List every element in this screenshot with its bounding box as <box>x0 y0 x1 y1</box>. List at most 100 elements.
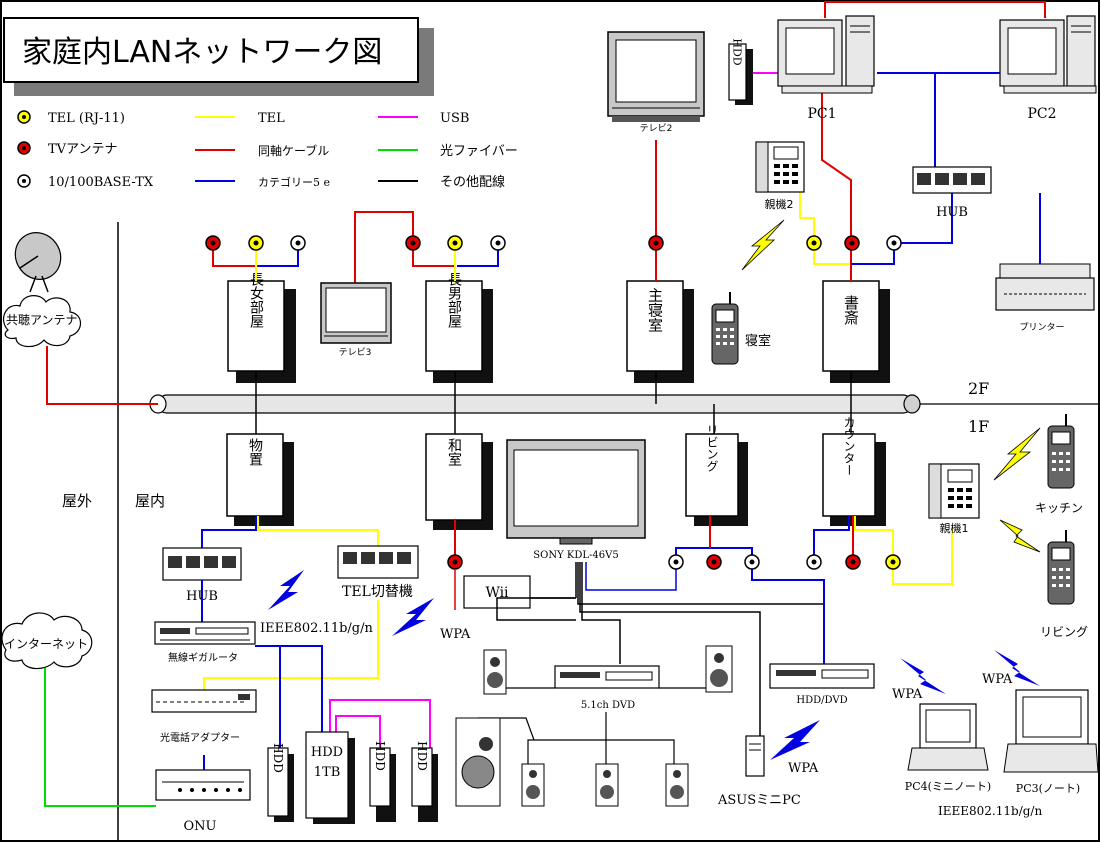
room-label: 和室 <box>446 438 462 466</box>
main-tv-icon <box>506 439 646 545</box>
tel-switch-icon <box>337 545 419 579</box>
tel-jack-icon <box>447 235 463 251</box>
room-2f-study: 書斎 <box>822 280 890 383</box>
floor-2f-label: 2F <box>968 379 989 398</box>
pc4-label: PC4(ミニノート) <box>905 780 991 793</box>
room-1f-storage: 物置 <box>226 433 294 526</box>
room-label: 物置 <box>247 438 263 466</box>
floor-conduit <box>149 394 921 414</box>
tel-jack-icon <box>885 554 901 570</box>
tv3-label: テレビ3 <box>339 347 372 358</box>
room-1f-living: リビング <box>685 424 748 526</box>
pc3-label: PC3(ノート) <box>1016 782 1080 795</box>
hdd-label: HDD <box>731 38 744 65</box>
legend-cat5-line: カテゴリー5 e <box>258 175 330 189</box>
wpa-label-asus: WPA <box>788 761 819 776</box>
jack-row-2f <box>205 235 902 251</box>
legend-coax-line: 同軸ケーブル <box>258 143 329 158</box>
room-label: カウンター <box>842 416 856 476</box>
room-1f-japanese: 和室 <box>425 433 493 530</box>
wireless-icon <box>741 219 785 271</box>
speaker-icon <box>705 645 733 693</box>
tv-jack-icon <box>845 554 861 570</box>
pc2-label: PC2 <box>1027 106 1056 122</box>
speaker-icon <box>595 763 619 807</box>
wireless-icon <box>392 598 434 636</box>
room-2f-eldest-son: 長男部屋 <box>425 272 493 383</box>
tv-jack-icon <box>648 235 664 251</box>
printer-label: プリンター <box>1019 322 1064 333</box>
phone-base-1-label: 親機1 <box>940 521 969 535</box>
lan-jack-icon <box>744 554 760 570</box>
speaker-icon <box>665 763 689 807</box>
tel-jack-icon <box>806 235 822 251</box>
lan-jack-icon <box>806 554 822 570</box>
onu-label: ONU <box>184 819 217 834</box>
handset-kitchen-icon <box>1047 414 1075 489</box>
router-label: 無線ギガルータ <box>168 651 238 664</box>
hdd-4: HDD <box>411 741 438 822</box>
hdd-dvd-recorder-icon <box>769 663 875 689</box>
lan-jack-icon <box>668 554 684 570</box>
satellite-dish-icon <box>14 232 62 293</box>
living-handset-label: リビング <box>1040 625 1088 639</box>
tv2-label: テレビ2 <box>640 123 673 134</box>
tv3-icon <box>320 282 392 344</box>
tel-jack-icon <box>248 235 264 251</box>
room-label: 主寝室 <box>646 288 664 333</box>
hdd-dvd-label: HDD/DVD <box>796 695 847 706</box>
room-1f-counter: カウンター <box>822 416 886 526</box>
tv-jack-icon <box>405 235 421 251</box>
wpa-label-pc3: WPA <box>982 672 1013 687</box>
hdd-1tb-label-b: 1TB <box>314 765 341 780</box>
wii-label: Wii <box>485 585 509 601</box>
phone-base-1-icon <box>928 463 980 519</box>
kitchen-label: キッチン <box>1035 501 1083 515</box>
zone-inside: 屋内 <box>135 492 165 510</box>
printer-icon <box>995 263 1095 311</box>
dvd-51-label: 5.1ch DVD <box>581 700 635 711</box>
speaker-icon <box>521 763 545 807</box>
tv-jack-icon <box>844 235 860 251</box>
lan-jack-icon <box>886 235 902 251</box>
router-icon <box>154 621 256 645</box>
ieee-label-1f: IEEE802.11b/g/n <box>260 621 373 636</box>
internet-cloud: インターネット <box>1 612 93 670</box>
hdd-1: HDD <box>267 743 294 822</box>
hdd-label: HDD <box>373 741 387 771</box>
lan-jack-icon <box>490 235 506 251</box>
hdd-label: HDD <box>415 741 429 771</box>
speaker-icon <box>483 649 507 695</box>
pc4-notebook-icon <box>907 703 989 771</box>
hdd-label: HDD <box>271 743 285 773</box>
wireless-icon <box>993 427 1041 481</box>
wireless-icon <box>268 570 304 610</box>
main-tv-label: SONY KDL-46V5 <box>533 550 618 561</box>
pc1-icon <box>777 15 875 94</box>
hdd-1tb-label-a: HDD <box>311 745 343 760</box>
handset-bedroom-icon <box>711 292 739 365</box>
asus-mini-pc-icon <box>745 735 765 777</box>
tv2-icon <box>607 31 705 122</box>
ieee-label-notebooks: IEEE802.11b/g/n <box>938 804 1042 818</box>
lan-jack-icon <box>290 235 306 251</box>
antenna-cloud-label: 共聴アンテナ <box>6 313 78 327</box>
legend-other-line: その他配線 <box>440 174 505 190</box>
wpa-label-pc4: WPA <box>892 687 923 702</box>
title-box: 家庭内LANネットワーク図 <box>3 17 434 96</box>
pc1-hdd: HDD <box>728 38 753 105</box>
room-2f-master-bedroom: 主寝室 <box>626 280 694 383</box>
legend: TEL (RJ-11) TVアンテナ 10/100BASE-TX TEL 同軸ケ… <box>17 110 518 190</box>
hub-2f-label: HUB <box>936 205 968 220</box>
onu-icon <box>155 769 251 801</box>
hub-1f-icon <box>162 547 242 581</box>
pc1-label: PC1 <box>807 106 836 122</box>
tel-switch-label: TEL切替機 <box>342 584 413 600</box>
phone-base-2-label: 親機2 <box>765 197 794 211</box>
room-label: リビング <box>705 424 719 472</box>
page-title: 家庭内LANネットワーク図 <box>22 35 382 70</box>
wireless-icon <box>999 519 1041 553</box>
wireless-icon <box>770 720 820 760</box>
legend-fiber-line: 光ファイバー <box>440 144 518 159</box>
pc2-icon <box>999 15 1097 94</box>
